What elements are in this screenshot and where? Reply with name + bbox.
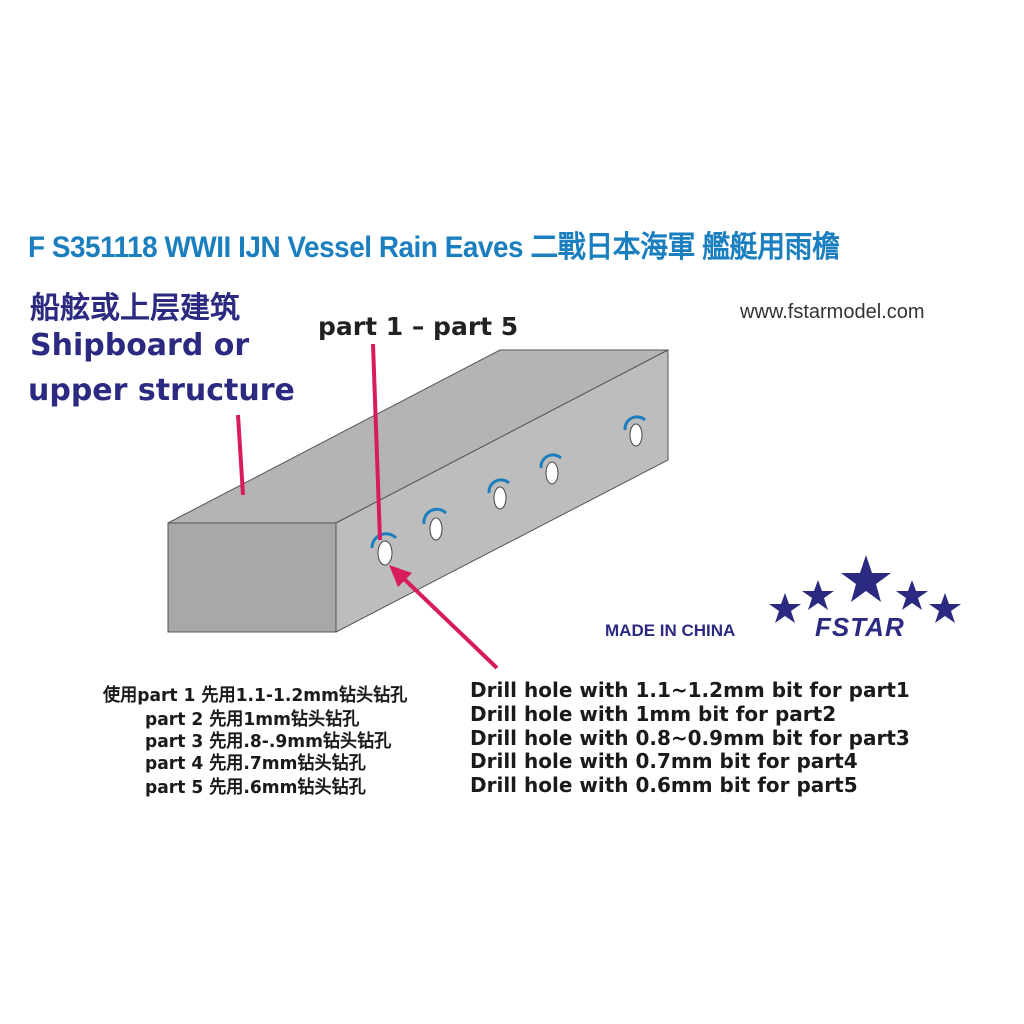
rain-eave-part5 xyxy=(623,415,647,431)
parts-pointer-line xyxy=(371,343,382,541)
instruction-en-1: Drill hole with 1.1~1.2mm bit for part1 xyxy=(470,678,910,702)
instruction-cn-4: part 4 先用.7mm钻头钻孔 xyxy=(145,753,366,774)
hole-arrow-line xyxy=(398,573,499,670)
arrowhead-icon xyxy=(389,565,412,587)
structure-label-en-2: upper structure xyxy=(28,373,295,408)
hole-part5 xyxy=(629,423,643,447)
rain-eave-part3 xyxy=(487,478,511,494)
hole-part4 xyxy=(545,461,559,485)
instruction-cn-2: part 2 先用1mm钻头钻孔 xyxy=(145,709,360,730)
hole-part1 xyxy=(377,540,393,566)
structure-label-en-1: Shipboard or xyxy=(30,328,250,363)
instruction-cn-3: part 3 先用.8-.9mm钻头钻孔 xyxy=(145,731,392,752)
website-url: www.fstarmodel.com xyxy=(740,301,925,323)
parts-range-label: part 1 – part 5 xyxy=(318,312,519,341)
star-icon xyxy=(769,593,801,623)
instruction-en-4: Drill hole with 0.7mm bit for part4 xyxy=(470,749,858,773)
structure-label-cn: 船舷或上层建筑 xyxy=(30,291,240,326)
structure-pointer-line xyxy=(236,414,245,496)
made-in-china-label: MADE IN CHINA xyxy=(605,621,736,640)
fstar-logo-text: FSTAR xyxy=(815,612,905,642)
rain-eave-part2 xyxy=(422,507,448,525)
hole-part2 xyxy=(429,517,443,541)
product-title: F S351118 WWII IJN Vessel Rain Eaves 二戰日… xyxy=(28,231,840,264)
instruction-en-3: Drill hole with 0.8~0.9mm bit for part3 xyxy=(470,726,910,750)
instruction-en-5: Drill hole with 0.6mm bit for part5 xyxy=(470,773,858,797)
holes xyxy=(370,415,647,566)
instruction-cn-5: part 5 先用.6mm钻头钻孔 xyxy=(145,777,366,798)
hole-part3 xyxy=(493,486,507,510)
rain-eave-part4 xyxy=(539,453,563,469)
instruction-cn-1: 使用part 1 先用1.1-1.2mm钻头钻孔 xyxy=(103,685,408,706)
star-icon xyxy=(929,593,961,623)
fstar-stars-logo xyxy=(769,555,961,623)
instruction-en-2: Drill hole with 1mm bit for part2 xyxy=(470,702,837,726)
star-icon xyxy=(802,580,834,610)
star-icon xyxy=(896,580,928,610)
box-end-face xyxy=(167,522,337,633)
star-icon xyxy=(841,555,891,602)
